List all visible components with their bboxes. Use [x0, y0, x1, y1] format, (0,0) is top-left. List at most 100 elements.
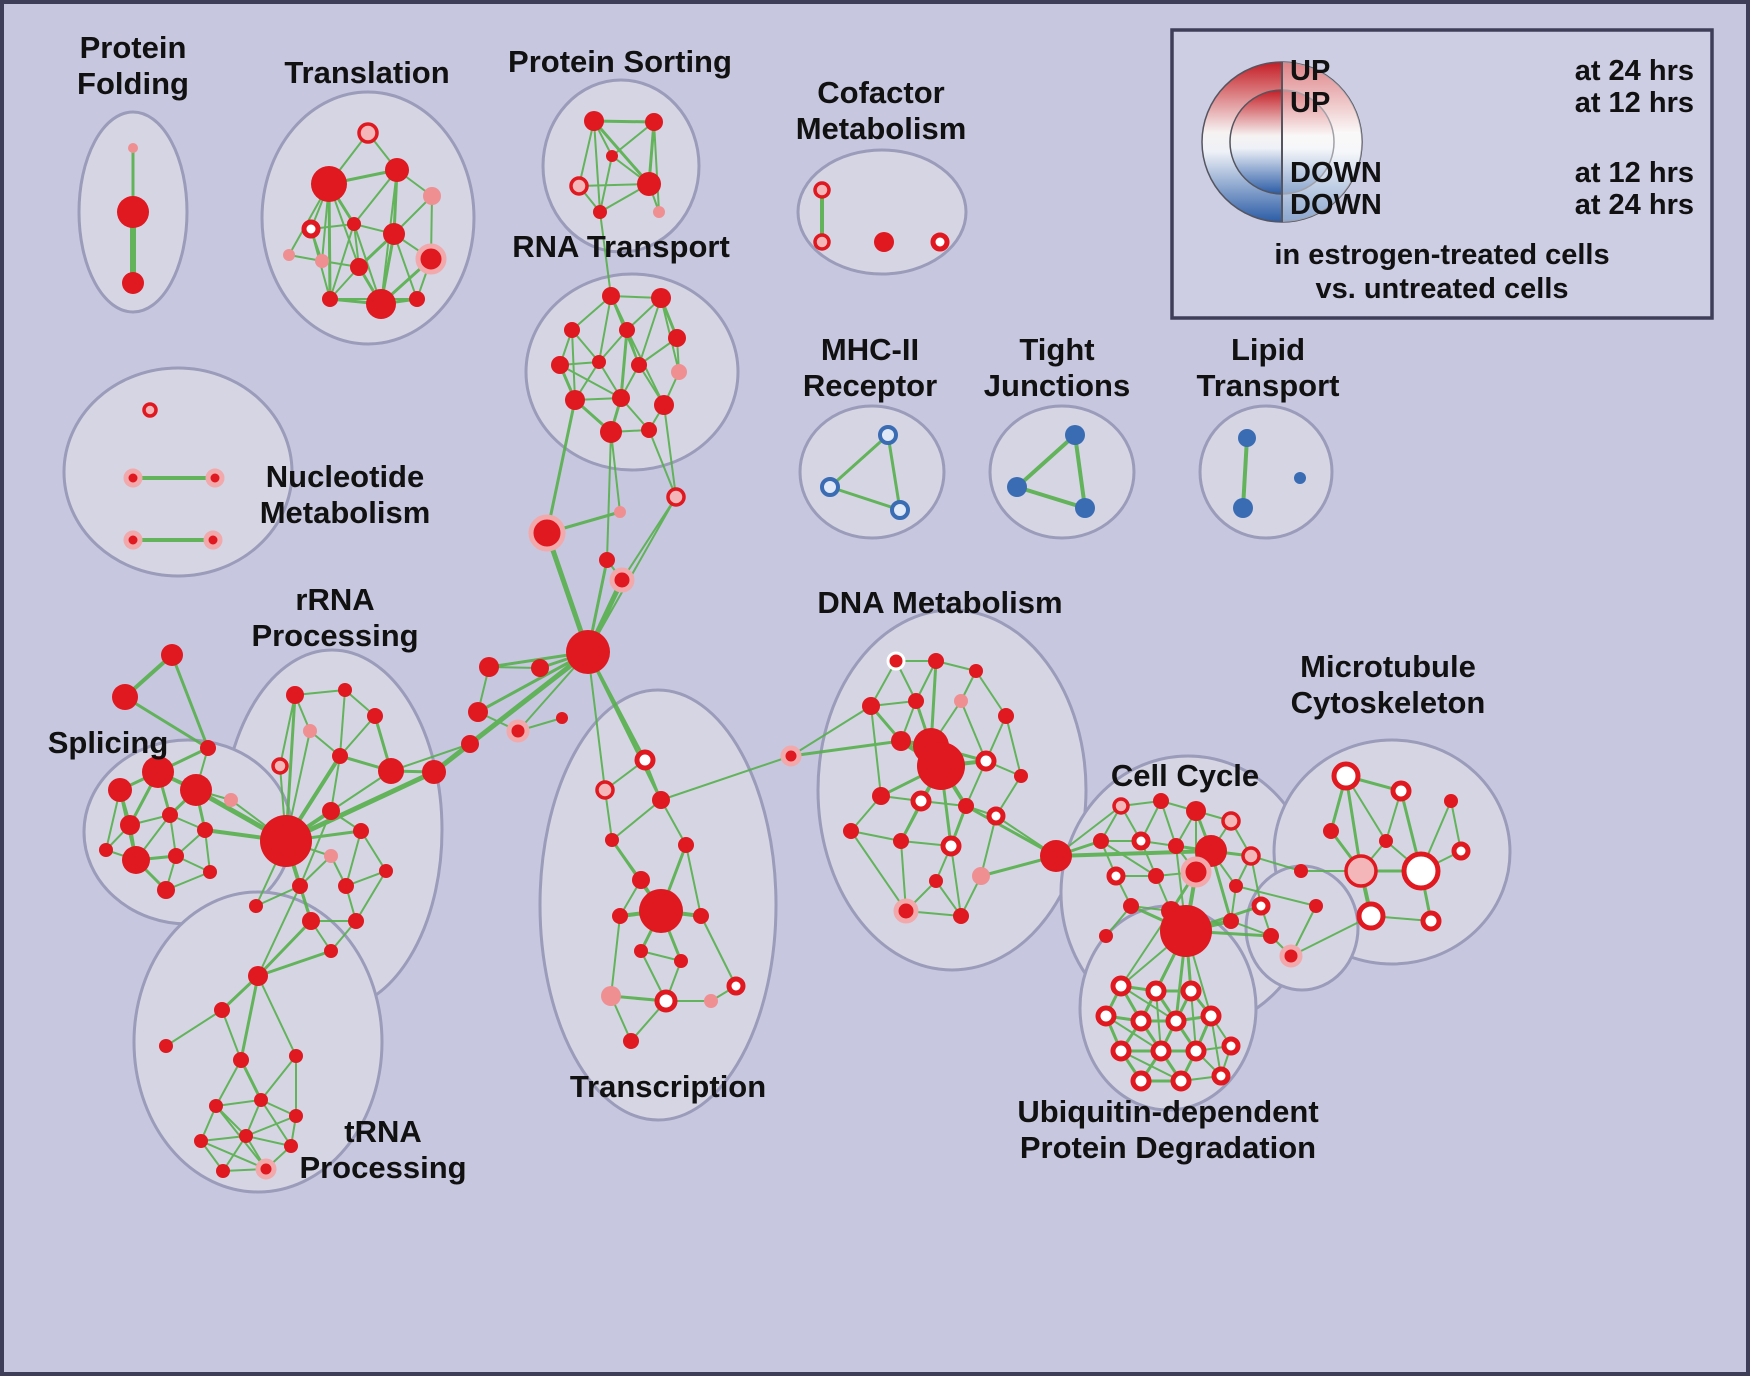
legend-entry-label: UP — [1290, 55, 1330, 87]
network-node — [255, 1158, 277, 1180]
network-edge — [592, 119, 651, 186]
legend-caption-line: in estrogen-treated cells — [1274, 239, 1609, 271]
network-node — [564, 322, 580, 338]
network-node — [1130, 1070, 1152, 1092]
nodes-layer — [99, 111, 1471, 1180]
network-edge — [700, 915, 737, 987]
network-node — [1040, 840, 1072, 872]
cluster-ellipse-protein-sorting — [541, 78, 701, 254]
network-node — [289, 1049, 303, 1063]
network-node — [606, 150, 618, 162]
network-edge — [1235, 885, 1317, 907]
network-edge — [257, 975, 297, 1057]
cluster-ellipse-translation — [260, 90, 476, 346]
network-node — [1186, 801, 1206, 821]
network-node — [954, 694, 968, 708]
network-node — [1401, 851, 1441, 891]
network-edge — [390, 743, 471, 772]
network-edge — [283, 769, 437, 844]
legend-entry-label: DOWN — [1290, 157, 1382, 189]
network-node — [556, 712, 568, 724]
cluster-label-splicing: Splicing — [48, 725, 169, 760]
network-node — [1014, 769, 1028, 783]
legend-entry-time: at 12 hrs — [1575, 157, 1694, 189]
network-edge — [611, 121, 655, 157]
network-edge — [578, 120, 595, 187]
network-node — [122, 272, 144, 294]
network-edge — [593, 120, 601, 213]
network-node — [874, 232, 894, 252]
network-node — [678, 837, 694, 853]
network-node — [315, 254, 329, 268]
network-node — [972, 867, 990, 885]
network-node — [338, 878, 354, 894]
network-node — [910, 790, 932, 812]
network-edge — [200, 1135, 247, 1142]
network-node — [593, 205, 607, 219]
network-node — [1185, 1040, 1207, 1062]
cluster-label-translation: Translation — [284, 55, 449, 90]
network-edge — [255, 885, 301, 907]
network-node — [641, 422, 657, 438]
network-node — [1233, 498, 1253, 518]
network-node — [1379, 834, 1393, 848]
network-edge — [165, 1009, 223, 1047]
network-edge — [828, 485, 902, 512]
network-node — [928, 653, 944, 669]
network-node — [1170, 1070, 1192, 1092]
network-node — [930, 232, 950, 252]
network-node — [1323, 823, 1339, 839]
network-node — [1153, 793, 1169, 809]
network-node — [1180, 856, 1212, 888]
network-edge — [1100, 840, 1157, 877]
network-node — [108, 778, 132, 802]
network-node — [311, 166, 347, 202]
network-node — [260, 815, 312, 867]
network-node — [639, 889, 683, 933]
network-node — [634, 944, 648, 958]
network-node — [120, 815, 140, 835]
network-node — [528, 514, 566, 552]
network-node — [1099, 929, 1113, 943]
network-node — [216, 1164, 230, 1178]
network-edge — [975, 670, 1007, 717]
network-node — [1294, 472, 1306, 484]
network-edge — [545, 398, 577, 535]
network-node — [1344, 854, 1378, 888]
network-node — [1221, 1036, 1241, 1056]
network-node — [1075, 498, 1095, 518]
network-edge — [964, 804, 1058, 858]
network-node — [1241, 846, 1261, 866]
network-node — [1130, 1010, 1152, 1032]
legend-entry-time: at 24 hrs — [1575, 189, 1694, 221]
network-edge — [850, 830, 902, 842]
network-node — [893, 833, 909, 849]
network-node — [99, 843, 113, 857]
network-edge — [606, 431, 612, 561]
network-node — [303, 724, 317, 738]
network-node — [666, 487, 686, 507]
network-node — [1356, 901, 1386, 931]
network-edge — [279, 694, 296, 767]
network-node — [668, 329, 686, 347]
network-edge — [571, 329, 576, 401]
network-node — [1110, 1040, 1132, 1062]
network-node — [123, 468, 143, 488]
network-node — [671, 364, 687, 380]
network-node — [601, 986, 621, 1006]
network-node — [1420, 910, 1442, 932]
network-node — [233, 1052, 249, 1068]
network-edge — [559, 364, 622, 399]
network-node — [379, 864, 393, 878]
network-node — [142, 756, 174, 788]
network-node — [409, 291, 425, 307]
network-node — [634, 749, 656, 771]
network-edge — [592, 119, 656, 124]
network-node — [1451, 841, 1471, 861]
legend-entry-time: at 12 hrs — [1575, 87, 1694, 119]
cluster-label-cell-cycle: Cell Cycle — [1111, 758, 1259, 793]
network-edge — [685, 844, 702, 917]
network-node — [322, 802, 340, 820]
